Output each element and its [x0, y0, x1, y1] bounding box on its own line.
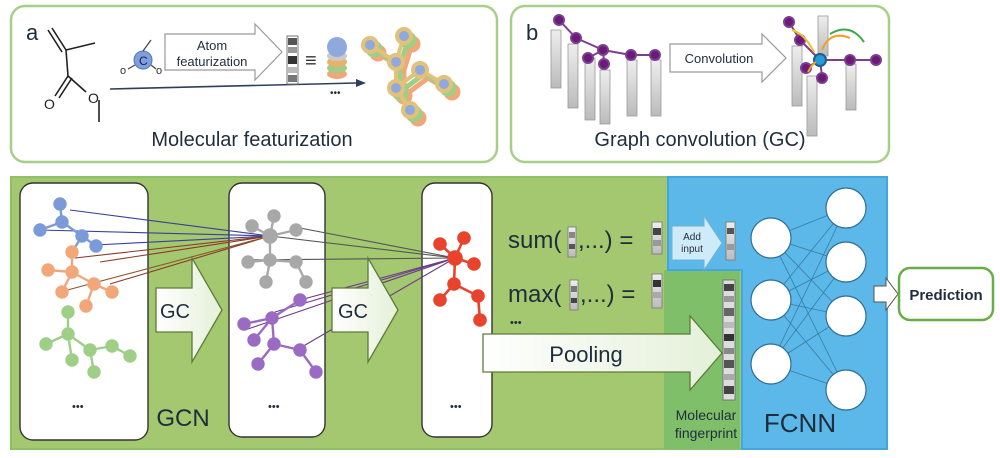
- molecule-skeletal: [47, 27, 100, 122]
- panel-a-letter: a: [26, 20, 39, 45]
- gc-arrow-2-label: GC: [338, 301, 368, 323]
- max-result: [651, 273, 663, 309]
- add-input-label-2: input: [681, 244, 703, 255]
- fcnn-label: FCNN: [764, 408, 836, 438]
- atom-icon: C o o: [120, 39, 162, 77]
- gc-arrow-1: [155, 255, 223, 365]
- add-input-label-1: Add: [683, 232, 701, 243]
- max-expression: max(: [508, 281, 561, 308]
- map-arrow-head: [356, 79, 366, 87]
- panel-a-caption: Molecular featurization: [151, 129, 352, 151]
- input-molecule-graph: [33, 197, 137, 379]
- convolution-label: Convolution: [685, 51, 754, 66]
- prediction-box: [897, 266, 995, 322]
- map-arrow-line: [109, 82, 357, 90]
- box-3-ellipsis: •••: [450, 401, 462, 413]
- featurization-arrow: [164, 22, 283, 82]
- box-2-ellipsis: •••: [268, 401, 280, 413]
- sum-expression: sum(: [508, 227, 561, 254]
- atom-c-label: C: [139, 54, 148, 68]
- prediction-arrow: [873, 276, 899, 312]
- panel-b-caption: Graph convolution (GC): [594, 129, 805, 151]
- fingerprint-label-2: fingerprint: [675, 425, 737, 441]
- max-vector: [569, 279, 579, 311]
- featurization-label-1: Atom: [197, 38, 227, 53]
- sum-result: [651, 221, 663, 255]
- gc-arrow-1-label: GC: [160, 301, 190, 323]
- gcn-label: GCN: [156, 405, 209, 432]
- pooling-label: Pooling: [549, 342, 622, 367]
- featurization-label-2: featurization: [177, 54, 248, 69]
- prediction-label: Prediction: [909, 287, 982, 304]
- atom-feature-stack: [327, 37, 347, 79]
- graph-box-gc1: [228, 182, 326, 438]
- box-1-ellipsis: •••: [72, 401, 84, 413]
- sum-vector: [567, 226, 577, 258]
- pooling-arrow: [482, 314, 723, 392]
- input-graph: [553, 14, 661, 70]
- node-feature-columns: [550, 29, 662, 125]
- max-tail: ,...) =: [580, 281, 635, 308]
- output-graph: [783, 16, 882, 84]
- add-input-vector: [725, 221, 736, 261]
- gc-arrow-2: [331, 255, 399, 365]
- carbonyl-oxygen: O: [44, 96, 55, 112]
- panel-c: c: [10, 176, 995, 450]
- sum-tail: ,...) =: [578, 227, 633, 254]
- convolution-arrow: [669, 32, 787, 84]
- panel-b-letter: b: [526, 20, 538, 45]
- panel-b: b Convolution: [509, 4, 891, 164]
- add-input-arrow: [671, 214, 723, 272]
- equivalence-sign: ≡: [305, 50, 317, 72]
- layered-molecule: [361, 27, 461, 127]
- output-feature-columns: [791, 15, 857, 137]
- message-arrows: [791, 28, 865, 73]
- ester-oxygen: O: [88, 90, 99, 106]
- atom-o-left: o: [120, 65, 126, 77]
- fingerprint-vector: [722, 279, 736, 401]
- fingerprint-label-1: Molecular: [676, 407, 737, 423]
- atom-o-right: o: [156, 65, 162, 77]
- stack-ellipsis: •••: [330, 88, 341, 99]
- feature-vector: [286, 35, 299, 85]
- gc2-molecule-graph: [433, 231, 487, 327]
- fcnn-nodes: [750, 187, 867, 411]
- more-ops: •••: [510, 317, 522, 329]
- graph-box-gc2: [421, 182, 493, 438]
- panel-a: a O O C o o Atom featurization: [9, 4, 499, 164]
- gc1-molecule-graph: [237, 209, 323, 379]
